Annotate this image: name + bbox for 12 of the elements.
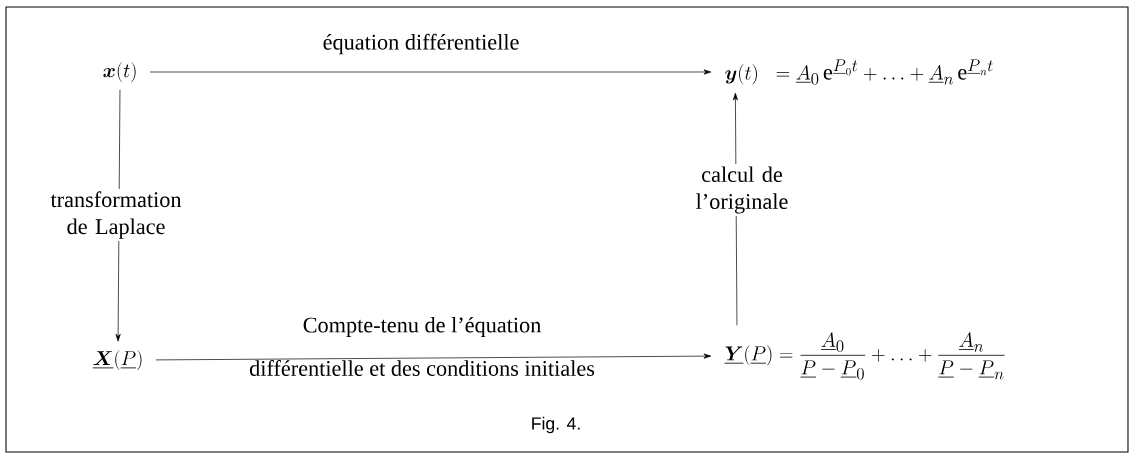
- arrow: [149, 69, 712, 75]
- formula: $\boldsymbol{y}(t)\;\; = \underline{A}_0\,\mathrm{e}^{\underline{P}_0 t} + \ldots + \underline{A}_n\,\mathrm{e}^{\underline{P}_n t}$: [725, 59, 993, 85]
- caption: Fig. 4.: [532, 416, 580, 434]
- edge-label: Compte-tenu de l’équation: [303, 316, 541, 338]
- edge-label: transformation de Laplace: [37, 189, 195, 241]
- edge-label: calcul de l’originale: [679, 164, 805, 216]
- edge-label: équation différentielle: [323, 33, 519, 55]
- formula: $\underline{\boldsymbol{Y}}(\underline{P}) = \frac{\underline{A}_0}{\underline{P} - \underline{P}_0} + \ldots + \frac{\underline{A}_n}{\underline{P} - \underline{P}_n}$: [724, 332, 1005, 380]
- formula: $\underline{\boldsymbol{X}}(\underline{P})$: [92, 349, 142, 371]
- arrow: [155, 353, 712, 361]
- text-label: différentielle et des conditions initiales: [249, 360, 595, 376]
- formula: $\boldsymbol{x}(t)$: [103, 61, 136, 83]
